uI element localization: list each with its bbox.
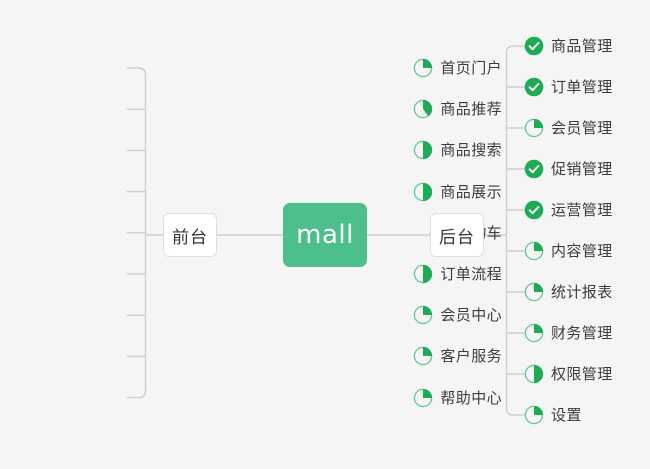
- pie-progress-icon: [524, 118, 544, 138]
- pie-progress-icon: [524, 241, 544, 261]
- leaf-node-label: 订单管理: [551, 78, 613, 96]
- leaf-node-right-6[interactable]: 内容管理: [524, 238, 613, 264]
- leaf-node-label: 统计报表: [551, 283, 613, 301]
- leaf-node-label: 商品推荐: [440, 100, 502, 119]
- leaf-node-right-1[interactable]: 商品管理: [524, 33, 613, 59]
- leaf-node-left-6[interactable]: 订单流程: [413, 261, 502, 287]
- leaf-node-label: 帮助中心: [440, 388, 502, 407]
- leaf-node-label: 会员管理: [551, 119, 613, 137]
- leaf-node-left-9[interactable]: 帮助中心: [413, 385, 502, 411]
- check-circle-icon: [524, 200, 544, 220]
- leaf-node-right-9[interactable]: 权限管理: [524, 361, 613, 387]
- leaf-node-label: 商品展示: [440, 182, 502, 201]
- pie-progress-icon: [413, 58, 433, 78]
- leaf-node-right-10[interactable]: 设置: [524, 402, 582, 428]
- branch-node-front[interactable]: 前台: [163, 213, 217, 257]
- pie-progress-icon: [413, 182, 433, 202]
- pie-progress-icon: [413, 264, 433, 284]
- leaf-node-left-7[interactable]: 会员中心: [413, 302, 502, 328]
- branch-back-label: 后台: [439, 227, 475, 248]
- pie-progress-icon: [413, 346, 433, 366]
- leaf-node-label: 设置: [551, 406, 582, 424]
- leaf-node-left-4[interactable]: 商品展示: [413, 179, 502, 205]
- connector-line: [126, 67, 147, 399]
- branch-front-label: 前台: [172, 227, 208, 248]
- pie-progress-icon: [413, 388, 433, 408]
- leaf-node-right-7[interactable]: 统计报表: [524, 279, 613, 305]
- leaf-node-left-8[interactable]: 客户服务: [413, 343, 502, 369]
- pie-progress-icon: [413, 140, 433, 160]
- leaf-node-right-4[interactable]: 促销管理: [524, 156, 613, 182]
- leaf-node-label: 会员中心: [440, 306, 502, 325]
- pie-progress-icon: [413, 99, 433, 119]
- leaf-node-label: 运营管理: [551, 201, 613, 219]
- root-node-label: mall: [296, 220, 354, 250]
- check-circle-icon: [524, 36, 544, 56]
- pie-progress-icon: [524, 282, 544, 302]
- leaf-node-label: 权限管理: [551, 365, 613, 383]
- leaf-node-label: 财务管理: [551, 324, 613, 342]
- leaf-node-right-3[interactable]: 会员管理: [524, 115, 613, 141]
- pie-progress-icon: [524, 405, 544, 425]
- leaf-node-right-2[interactable]: 订单管理: [524, 74, 613, 100]
- leaf-node-label: 首页门户: [440, 59, 502, 77]
- pie-progress-icon: [524, 364, 544, 384]
- leaf-node-right-5[interactable]: 运营管理: [524, 197, 613, 223]
- pie-progress-icon: [524, 323, 544, 343]
- leaf-node-label: 促销管理: [551, 160, 613, 178]
- leaf-node-label: 客户服务: [440, 347, 502, 366]
- connector-line: [505, 45, 526, 416]
- leaf-node-label: 商品管理: [551, 37, 613, 55]
- pie-progress-icon: [413, 305, 433, 325]
- leaf-node-left-3[interactable]: 商品搜索: [413, 137, 502, 163]
- branch-node-back[interactable]: 后台: [430, 213, 484, 257]
- root-node-mall[interactable]: mall: [283, 203, 367, 267]
- leaf-node-left-2[interactable]: 商品推荐: [413, 96, 502, 122]
- leaf-node-right-8[interactable]: 财务管理: [524, 320, 613, 346]
- check-circle-icon: [524, 77, 544, 97]
- leaf-node-left-1[interactable]: 首页门户: [413, 55, 502, 81]
- leaf-node-label: 商品搜索: [440, 141, 502, 160]
- check-circle-icon: [524, 159, 544, 179]
- leaf-node-label: 内容管理: [551, 242, 613, 260]
- leaf-node-label: 订单流程: [440, 265, 502, 283]
